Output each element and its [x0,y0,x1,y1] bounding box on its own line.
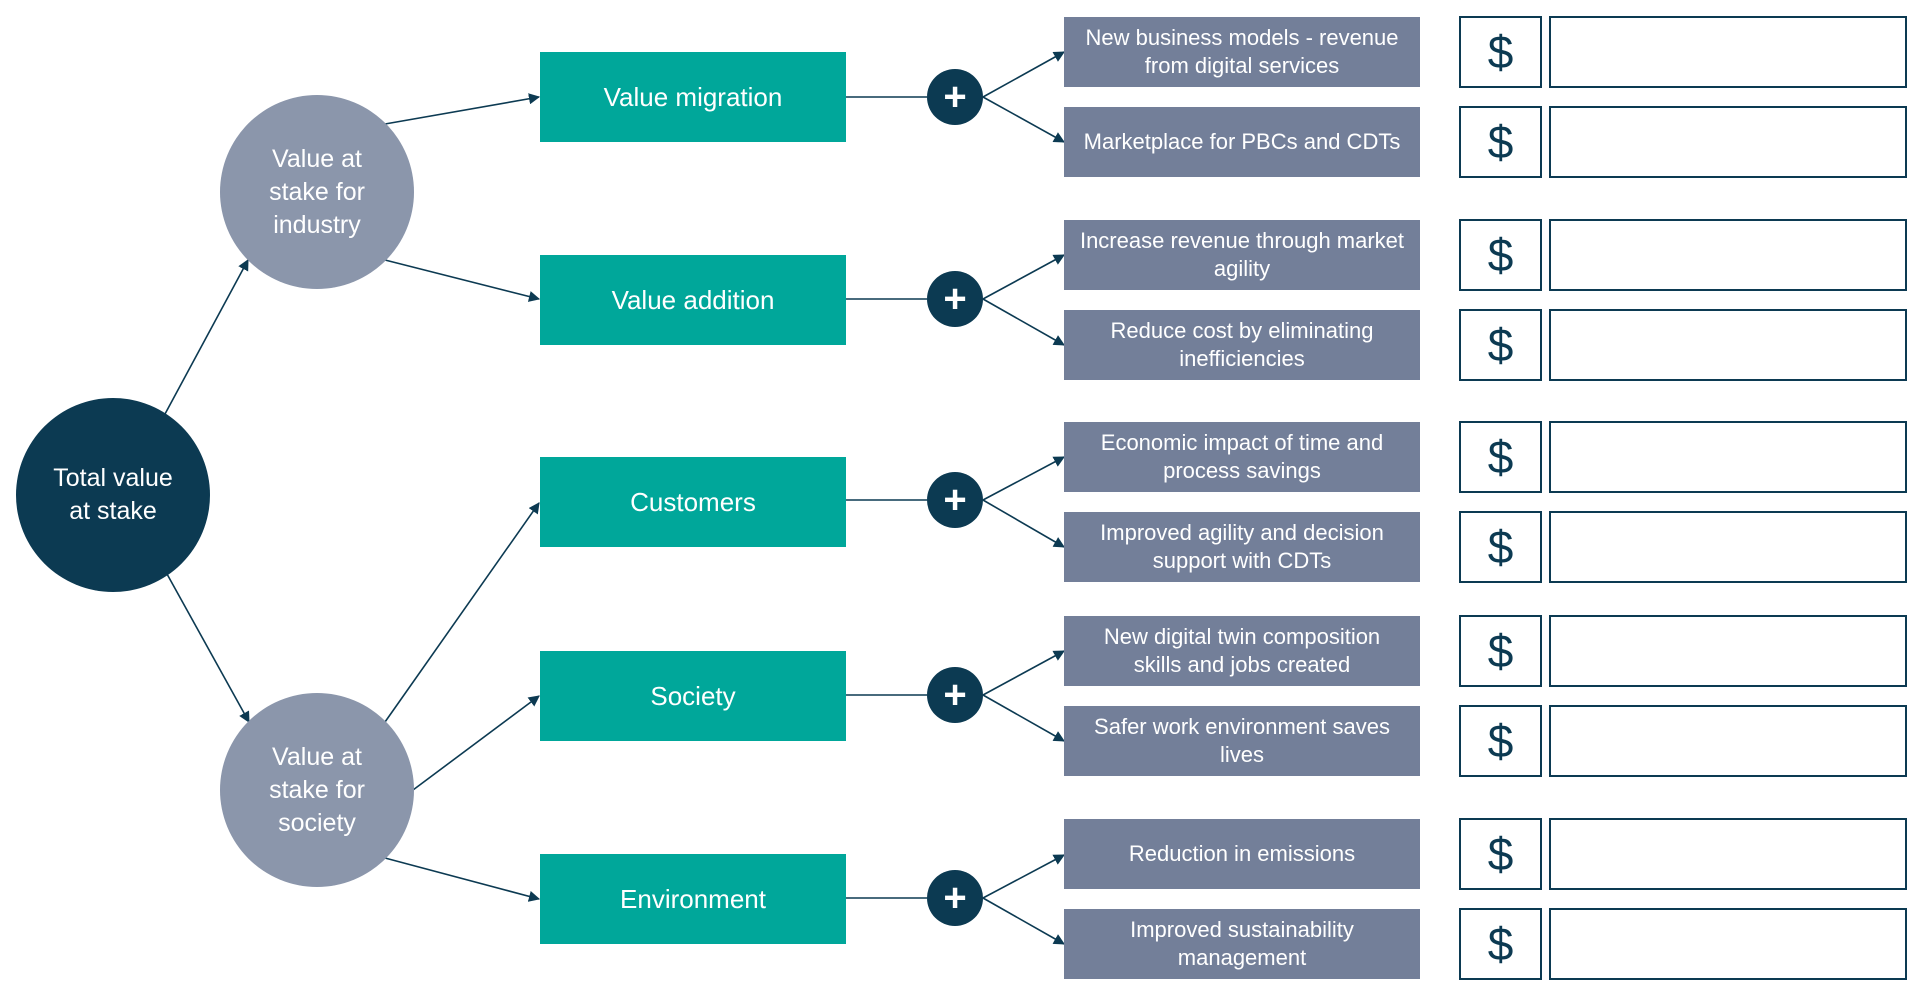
total-value-circle: Total value at stake [16,398,210,592]
dollar-icon: $ [1459,705,1542,777]
dollar-icon: $ [1459,421,1542,493]
item-sustainability: Improved sustainability management [1064,909,1420,979]
value-entry-box[interactable] [1549,309,1907,381]
arrow-industry-to-value-migration [384,93,541,125]
total-value-label: Total value at stake [53,464,173,525]
dollar-icon: $ [1459,818,1542,890]
category-society: Society [540,651,846,741]
dollar-icon: $ [1459,908,1542,980]
society-value-circle: Value at stake for society [220,693,414,887]
society-value-label: Value at stake for society [269,742,365,837]
category-environment: Environment [540,854,846,944]
arrow-society-to-society [412,695,540,791]
value-entry-box[interactable] [1549,908,1907,980]
value-entry-box[interactable] [1549,421,1907,493]
category-label: Environment [620,883,766,914]
arrow-society-to-customers [384,502,540,723]
value-entry-box[interactable] [1549,219,1907,291]
industry-value-circle: Value at stake for industry [220,95,414,289]
dollar-icon: $ [1459,219,1542,291]
plus-icon: + [927,870,983,926]
plus-icon: + [927,472,983,528]
value-entry-box[interactable] [1549,16,1907,88]
category-value-migration: Value migration [540,52,846,142]
item-marketplace-pbcs-cdts: Marketplace for PBCs and CDTs [1064,107,1420,177]
item-new-business-models: New business models - revenue from digit… [1064,17,1420,87]
dollar-icon: $ [1459,511,1542,583]
dollar-icon: $ [1459,309,1542,381]
plus-icon: + [927,667,983,723]
arrow-society-to-environment [384,857,541,902]
value-entry-box[interactable] [1549,705,1907,777]
arrow-root-to-industry [164,259,249,415]
item-economic-impact: Economic impact of time and process savi… [1064,422,1420,492]
item-reduce-cost: Reduce cost by eliminating inefficiencie… [1064,310,1420,380]
value-entry-box[interactable] [1549,818,1907,890]
category-customers: Customers [540,457,846,547]
item-digital-twin-skills: New digital twin composition skills and … [1064,616,1420,686]
dollar-icon: $ [1459,106,1542,178]
plus-icon: + [927,69,983,125]
plus-icon: + [927,271,983,327]
dollar-icon: $ [1459,16,1542,88]
category-label: Value migration [603,81,783,112]
arrow-industry-to-value-addition [384,259,541,302]
value-entry-box[interactable] [1549,615,1907,687]
item-increase-revenue: Increase revenue through market agility [1064,220,1420,290]
category-label: Customers [630,486,756,517]
dollar-icon: $ [1459,615,1542,687]
category-label: Society [650,680,736,711]
item-reduction-emissions: Reduction in emissions [1064,819,1420,889]
arrow-root-to-society [166,573,250,723]
value-entry-box[interactable] [1549,106,1907,178]
item-improved-agility: Improved agility and decision support wi… [1064,512,1420,582]
item-safer-work: Safer work environment saves lives [1064,706,1420,776]
value-entry-box[interactable] [1549,511,1907,583]
category-label: Value addition [611,284,775,315]
industry-value-label: Value at stake for industry [269,144,365,239]
category-value-addition: Value addition [540,255,846,345]
